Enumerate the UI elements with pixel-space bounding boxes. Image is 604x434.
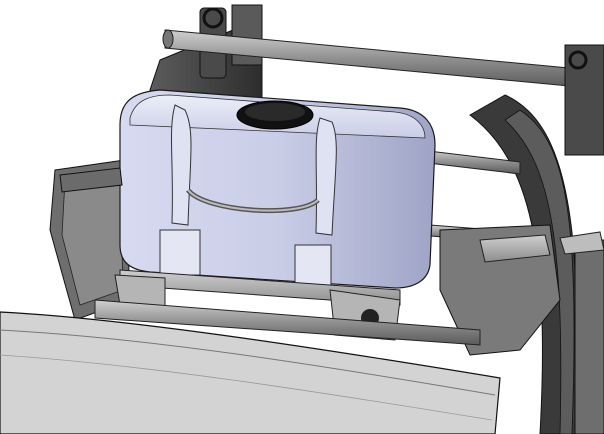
- front-panel: [0, 311, 501, 434]
- tank: [119, 89, 436, 289]
- lower-bar: [94, 299, 481, 346]
- right-side-plate: [439, 224, 561, 356]
- left-shelf: [59, 167, 123, 193]
